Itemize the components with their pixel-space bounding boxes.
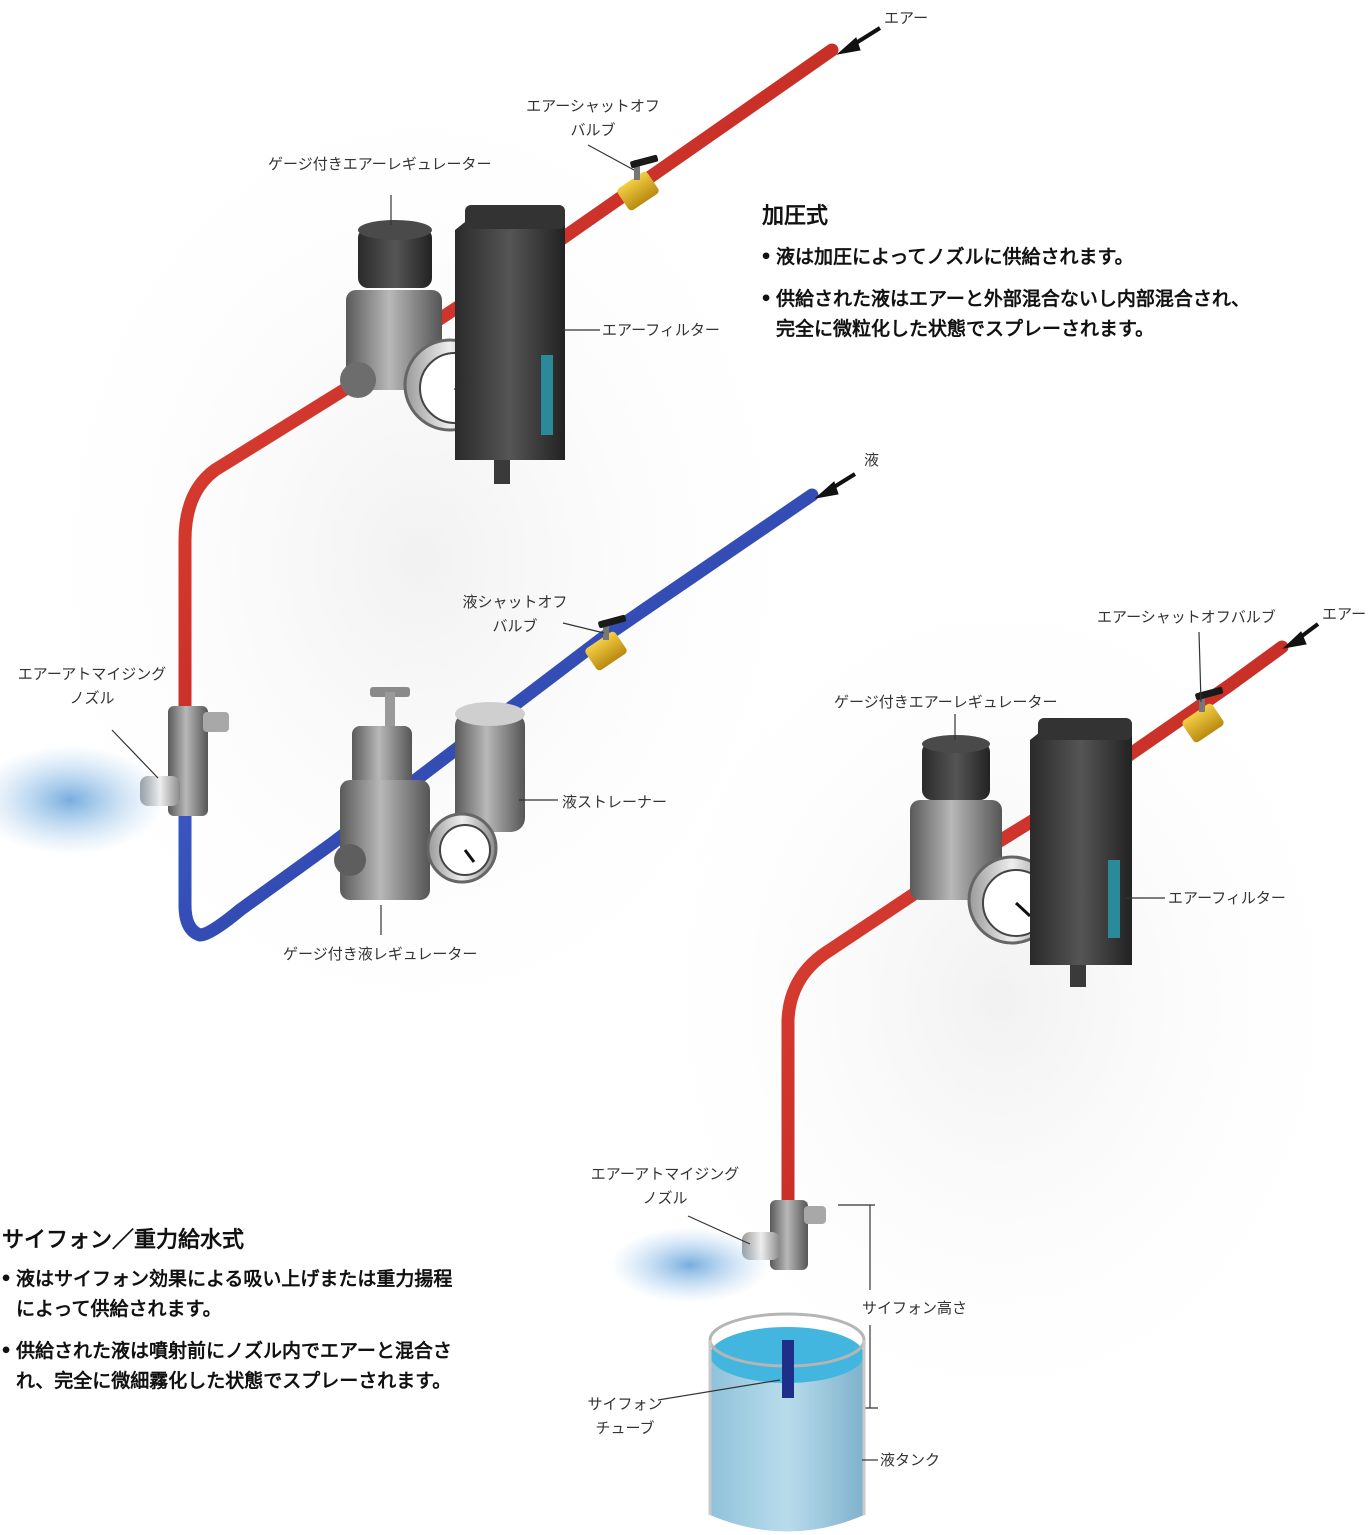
liquid-tank-label: 液タンク bbox=[880, 1451, 941, 1469]
pressure-bullet-2: 供給された液はエアーと外部混合ないし内部混合され、 完全に微粒化した状態でスプレ… bbox=[760, 284, 1360, 344]
siphon-air-shutoff-valve-label: エアーシャットオフバルブ bbox=[1097, 608, 1276, 626]
liquid-tank-icon bbox=[708, 1312, 866, 1532]
siphon-height-label: サイフォン高さ bbox=[862, 1299, 968, 1317]
siphon-air-inlet-label: エアー bbox=[1322, 605, 1367, 623]
pressure-air-inlet-label: エアー bbox=[884, 9, 929, 27]
pressure-air-shutoff-valve-label: エアーシャットオフ バルブ bbox=[526, 97, 660, 139]
siphon-spray bbox=[610, 1227, 770, 1303]
siphon-air-regulator-label: ゲージ付きエアーレギュレーター bbox=[834, 693, 1058, 711]
arrow-icon bbox=[814, 26, 882, 499]
air-shutoff-valve-icon bbox=[617, 154, 659, 211]
pressure-liquid-pipe bbox=[178, 488, 819, 942]
pressure-air-filter-label: エアーフィルター bbox=[602, 321, 720, 339]
pressure-bullet-1: 液は加圧によってノズルに供給されます。 bbox=[760, 242, 1360, 272]
siphon-tube-label: サイフォン チューブ bbox=[587, 1395, 663, 1437]
leader-lines bbox=[111, 144, 1202, 1461]
siphon-air-filter-icon bbox=[1030, 718, 1132, 987]
siphon-bullets: 液はサイフォン効果による吸い上げまたは重力揚程 によって供給されます。 供給され… bbox=[0, 1264, 560, 1408]
liquid-shutoff-valve-icon bbox=[585, 614, 627, 671]
liquid-regulator-icon bbox=[334, 687, 498, 900]
pressure-liquid-strainer-label: 液ストレーナー bbox=[562, 793, 668, 811]
pressure-air-regulator-label: ゲージ付きエアーレギュレーター bbox=[268, 155, 492, 173]
pressure-liquid-inlet-label: 液 bbox=[864, 451, 880, 469]
pressure-liquid-shutoff-valve-label: 液シャットオフ バルブ bbox=[462, 593, 568, 635]
siphon-heading: サイフォン／重力給水式 bbox=[2, 1228, 245, 1253]
siphon-nozzle-label: エアーアトマイジング ノズル bbox=[590, 1165, 740, 1207]
pressure-spray bbox=[0, 745, 165, 855]
siphon-bullet-1: 液はサイフォン効果による吸い上げまたは重力揚程 によって供給されます。 bbox=[0, 1264, 560, 1324]
pressure-liquid-regulator-label: ゲージ付き液レギュレーター bbox=[283, 945, 478, 963]
pressure-nozzle-label: エアーアトマイジング ノズル bbox=[17, 665, 167, 707]
pressure-bullets: 液は加圧によってノズルに供給されます。 供給された液はエアーと外部混合ないし内部… bbox=[760, 242, 1360, 356]
liquid-strainer-icon bbox=[455, 702, 525, 832]
air-filter-icon bbox=[455, 205, 565, 484]
pressure-heading: 加圧式 bbox=[762, 204, 829, 229]
arrow-icon bbox=[1282, 622, 1320, 649]
siphon-height-bracket bbox=[838, 1204, 878, 1409]
siphon-air-shutoff-valve-icon bbox=[1182, 686, 1224, 743]
siphon-bullet-2: 供給された液は噴射前にノズル内でエアーと混合さ れ、完全に微細霧化した状態でスプ… bbox=[0, 1336, 560, 1396]
siphon-air-filter-label: エアーフィルター bbox=[1168, 889, 1286, 907]
